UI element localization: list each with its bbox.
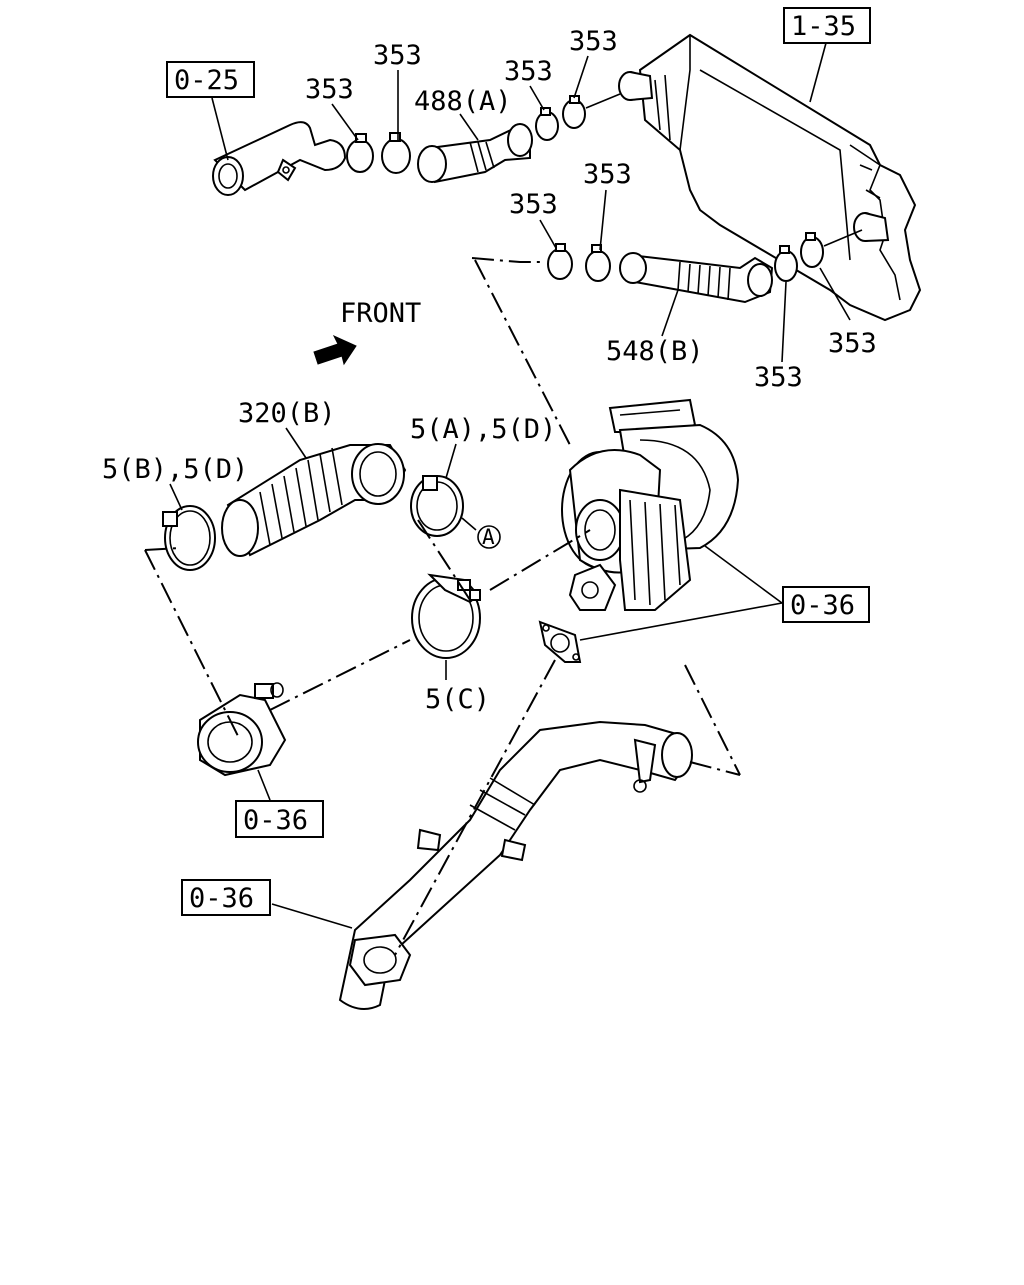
turbocharger — [561, 398, 740, 611]
svg-text:0-25: 0-25 — [174, 65, 239, 96]
label-353-g: 353 — [754, 362, 803, 393]
callout-a-text: A — [482, 525, 495, 549]
svg-text:0-36: 0-36 — [243, 805, 308, 836]
svg-text:0-36: 0-36 — [189, 883, 254, 914]
ref-box-0-36-mid: 0-36 — [782, 586, 870, 623]
clamp-5ad — [410, 475, 464, 537]
ref-box-0-25: 0-25 — [166, 61, 255, 98]
label-leaders — [169, 42, 851, 929]
label-488a: 488(A) — [414, 86, 512, 117]
svg-text:1-35: 1-35 — [791, 11, 856, 42]
label-353-a: 353 — [305, 74, 354, 105]
clamp-lower-4 — [800, 232, 824, 268]
ref-box-1-35: 1-35 — [783, 7, 871, 44]
label-353-h: 353 — [828, 328, 877, 359]
front-label: FRONT — [340, 298, 421, 329]
hose-320b — [221, 443, 407, 557]
intercooler — [618, 33, 922, 322]
clamp-lower-1 — [547, 243, 573, 280]
lower-pipe — [338, 720, 693, 1010]
gasket — [538, 620, 582, 663]
clamp-5c — [411, 573, 481, 659]
clamp-upper-4 — [562, 95, 586, 129]
outlet-elbow — [197, 682, 287, 777]
clamp-upper-1 — [346, 133, 374, 173]
label-548b: 548(B) — [606, 336, 704, 367]
label-353-c: 353 — [504, 56, 553, 87]
upper-pipe — [212, 121, 347, 196]
label-5c: 5(C) — [425, 684, 490, 715]
label-320b: 320(B) — [238, 398, 336, 429]
ref-box-0-36-lower: 0-36 — [181, 879, 271, 916]
clamp-5bd — [162, 505, 216, 571]
ref-box-0-36-left: 0-36 — [235, 800, 324, 838]
label-353-e: 353 — [509, 189, 558, 220]
callout-a: A — [461, 517, 501, 549]
front-arrow-icon — [313, 334, 357, 366]
leader-lines — [144, 257, 741, 956]
hose-548b — [619, 252, 774, 304]
clamp-lower-2 — [585, 244, 611, 282]
clamp-lower-3 — [774, 245, 798, 282]
label-353-b: 353 — [373, 40, 422, 71]
label-353-d: 353 — [569, 26, 618, 57]
clamp-upper-3 — [535, 107, 559, 141]
label-5a-5d: 5(A),5(D) — [410, 414, 556, 445]
clamp-upper-2 — [381, 132, 411, 174]
label-5b-5d: 5(B),5(D) — [102, 454, 248, 485]
hose-488a — [417, 123, 533, 184]
label-353-f: 353 — [583, 159, 632, 190]
svg-text:0-36: 0-36 — [790, 590, 855, 621]
